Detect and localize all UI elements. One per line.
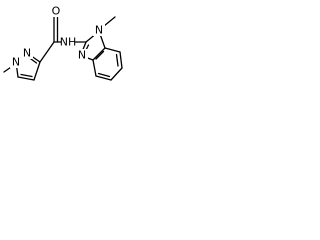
bond-c3-carbonyl (39, 41, 55, 63)
bond-benz-c7-c6 (119, 51, 123, 69)
bond-pyrazole-c5-c4 (17, 76, 35, 81)
bond-benz-c6-c5 (110, 67, 123, 81)
atom-pyrazole-n1: N (10, 56, 22, 69)
atom-label-pyrazole-n2: N (23, 47, 31, 60)
bond-imid-n1-methyl (103, 16, 116, 27)
atom-label-carbonyl-o: O (52, 5, 61, 18)
bond-benz-c3a-c7a-double (95, 50, 105, 60)
molecule-structure-diagram: N N O NH N N (3, 5, 123, 81)
atom-carbonyl-o: O (49, 5, 62, 18)
bond-benz-c7-c6-double (115, 53, 119, 67)
bond-pyrazole-c4-c3 (33, 61, 41, 81)
atom-amide-nh: NH (60, 36, 77, 49)
atom-label-amide-nh: NH (60, 36, 77, 49)
bond-imid-c7a-c3a (92, 47, 106, 61)
atom-labels: N N O NH N N (10, 5, 105, 69)
atom-imidazole-n1: N (93, 24, 105, 37)
bond-benz-c4-c3a (92, 59, 97, 77)
atom-label-imidazole-n3: N (78, 49, 86, 62)
bond-imid-n1-c7a (99, 33, 106, 49)
bond-benz-c5-c4 (95, 75, 112, 81)
atom-pyrazole-n2: N (21, 47, 33, 60)
bond-benz-c5-c4-double (97, 72, 111, 78)
bond-benz-c7a-c7 (104, 47, 121, 53)
atom-label-imidazole-n1: N (95, 24, 103, 37)
atom-label-pyrazole-n1: N (12, 56, 20, 69)
atom-imidazole-n3: N (76, 49, 88, 62)
bond-pyrazole-c5-c4-double (20, 73, 33, 78)
